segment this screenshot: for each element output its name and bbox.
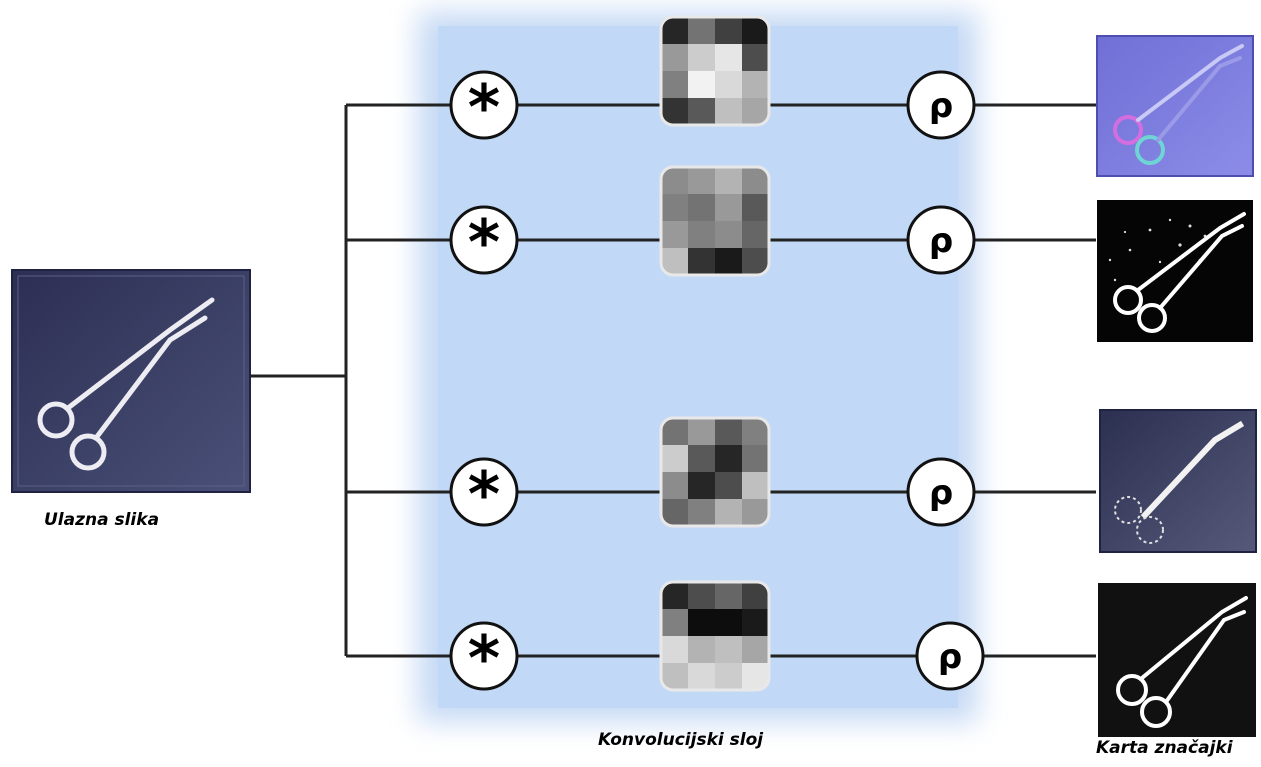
kernel-cell — [742, 609, 769, 637]
activation-symbol: ρ — [929, 86, 953, 126]
kernel-cell — [688, 499, 716, 526]
kernel-4 — [659, 580, 771, 692]
kernel-cell — [715, 167, 743, 195]
kernel-cell — [715, 663, 743, 690]
convolution-symbol: * — [468, 458, 500, 531]
kernel-cell — [661, 71, 689, 99]
kernel-cell — [742, 445, 769, 473]
kernel-cell — [688, 472, 716, 500]
kernel-cell — [715, 71, 743, 99]
kernel-cell — [661, 472, 689, 500]
kernel-cell — [661, 636, 689, 664]
activation-operator: ρ — [906, 457, 976, 527]
input-image-label: Ulazna slika — [44, 510, 160, 530]
input-image — [11, 269, 251, 493]
scissors-icon — [1116, 596, 1248, 728]
activation-symbol: ρ — [929, 221, 953, 261]
scissors-icon — [1113, 212, 1246, 333]
branch-1: *ρ — [449, 15, 976, 144]
kernel-cell — [715, 248, 743, 275]
kernel-cell — [688, 44, 716, 72]
kernel-cell — [661, 445, 689, 473]
kernel-cell — [661, 17, 689, 45]
activation-symbol: ρ — [938, 637, 962, 677]
convolution-operator: * — [449, 621, 519, 695]
feature-map-1 — [1096, 35, 1254, 177]
convolution-operator: * — [449, 205, 519, 279]
kernel-cell — [715, 194, 743, 222]
scissors-icon — [1140, 420, 1245, 520]
activation-operator: ρ — [915, 621, 985, 691]
scissors-icon — [37, 297, 215, 471]
activation-symbol: ρ — [929, 473, 953, 513]
kernel-2 — [659, 165, 771, 277]
kernel-cell — [742, 44, 769, 72]
kernel-cell — [715, 418, 743, 446]
kernel-cell — [688, 98, 716, 125]
kernel-cell — [742, 636, 769, 664]
kernel-cell — [661, 582, 689, 610]
kernel-cell — [688, 71, 716, 99]
kernel-cell — [661, 167, 689, 195]
kernel-cell — [715, 44, 743, 72]
kernel-cell — [661, 418, 689, 446]
kernel-cell — [688, 221, 716, 249]
kernel-cell — [742, 194, 769, 222]
kernel-cell — [715, 582, 743, 610]
kernel-cell — [688, 582, 716, 610]
kernel-cell — [715, 221, 743, 249]
kernel-cell — [688, 418, 716, 446]
kernel-1 — [659, 15, 771, 127]
kernel-cell — [688, 167, 716, 195]
kernel-cell — [661, 194, 689, 222]
activation-operator: ρ — [906, 70, 976, 140]
kernel-cell — [688, 636, 716, 664]
kernel-cell — [715, 445, 743, 473]
kernel-cell — [661, 221, 689, 249]
convolution-operator: * — [449, 457, 519, 531]
scissors-icon — [1113, 44, 1244, 165]
feature-map-4 — [1098, 583, 1256, 737]
branch-2: *ρ — [449, 165, 976, 279]
kernel-3 — [659, 416, 771, 528]
kernel-cell — [688, 609, 716, 637]
kernel-cell — [661, 609, 689, 637]
kernel-cell — [715, 636, 743, 664]
kernel-cell — [688, 663, 716, 690]
feature-map-label: Karta značajki — [1096, 738, 1233, 758]
feature-map-2 — [1097, 200, 1253, 342]
kernel-cell — [715, 499, 743, 526]
kernel-cell — [715, 609, 743, 637]
convolution-symbol: * — [468, 206, 500, 279]
kernel-cell — [688, 17, 716, 45]
kernel-cell — [715, 98, 743, 125]
feature-map-3 — [1099, 409, 1257, 553]
kernel-cell — [661, 44, 689, 72]
branch-4: *ρ — [449, 580, 985, 695]
kernel-cell — [742, 71, 769, 99]
convolution-symbol: * — [468, 622, 500, 695]
kernel-cell — [688, 445, 716, 473]
kernel-cell — [688, 194, 716, 222]
conv-layer-label: Konvolucijski sloj — [598, 730, 764, 750]
kernel-cell — [742, 472, 769, 500]
kernel-cell — [742, 221, 769, 249]
kernel-cell — [715, 17, 743, 45]
kernel-cell — [715, 472, 743, 500]
branch-3: *ρ — [449, 416, 976, 531]
kernel-cell — [688, 248, 716, 275]
conv-layer-panel — [418, 12, 978, 722]
activation-operator: ρ — [906, 205, 976, 275]
convolution-symbol: * — [468, 71, 500, 144]
convolution-operator: * — [449, 70, 519, 144]
